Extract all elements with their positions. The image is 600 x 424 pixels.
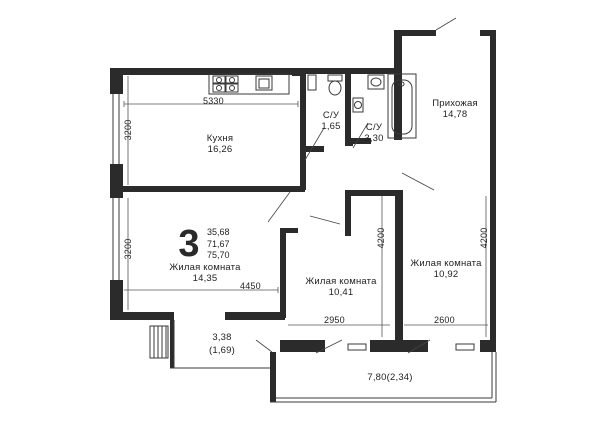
living2-area: 10,41	[328, 287, 354, 298]
bath-small-label: С/У 1,65	[316, 110, 346, 132]
outer-walls	[110, 30, 496, 402]
hallway-area: 14,78	[442, 109, 468, 120]
bath-small-area: 1,65	[321, 121, 341, 132]
door-swings	[255, 17, 457, 354]
living3-label: Жилая комната 10,92	[401, 258, 491, 280]
dim-living2-width: 2950	[324, 315, 345, 325]
balcony-small-area: 3,38	[212, 332, 232, 343]
dim-living1-width: 4450	[240, 281, 261, 291]
balcony-small-label: 3,38 (1,69)	[200, 332, 244, 356]
living3-area: 10,92	[433, 269, 459, 280]
dim-kitchen-depth: 3200	[123, 119, 133, 141]
kitchen-label: Кухня 16,26	[190, 133, 250, 155]
balcony-large-area: 7,80(2,34)	[367, 372, 413, 383]
balcony-small-reduced: (1,69)	[208, 345, 236, 356]
bath-large-label: С/У 3,30	[358, 122, 390, 144]
bathroom-fixtures	[307, 73, 417, 139]
kitchen-area: 16,26	[207, 144, 233, 155]
room-count: 3	[178, 223, 200, 265]
bath-small-name: С/У	[322, 110, 340, 121]
living-area: 35,68	[207, 227, 230, 237]
kitchen-name: Кухня	[206, 133, 234, 144]
hallway-label: Прихожая 14,78	[425, 98, 485, 120]
living2-name: Жилая комната	[305, 276, 377, 287]
kitchen-counter	[208, 73, 290, 95]
dim-living3-depth: 4200	[479, 227, 489, 249]
balcony-large-label: 7,80(2,34)	[350, 372, 430, 383]
total-area: 71,67	[207, 238, 230, 249]
bath-large-area: 3,30	[364, 133, 384, 144]
dim-living3-width: 2600	[434, 315, 455, 325]
dimension-lines	[123, 76, 488, 337]
area-values: 35,68 71,67 75,70	[207, 227, 230, 262]
area-summary-badge: 3 35,68 71,67 75,70	[174, 223, 246, 265]
dim-living1-depth: 3200	[123, 238, 133, 260]
living3-name: Жилая комната	[410, 258, 482, 269]
thin-walls	[112, 94, 497, 403]
living1-label: Жилая комната 14,35	[160, 262, 250, 284]
hallway-name: Прихожая	[432, 98, 478, 109]
dim-kitchen-width: 5330	[203, 96, 224, 106]
dim-living2-depth: 4200	[376, 227, 386, 249]
bath-large-name: С/У	[365, 122, 383, 133]
living1-name: Жилая комната	[169, 262, 241, 273]
living1-area: 14,35	[192, 273, 218, 284]
stair-steps	[149, 325, 169, 359]
total-with-balcony: 75,70	[207, 250, 230, 260]
living2-label: Жилая комната 10,41	[296, 276, 386, 298]
